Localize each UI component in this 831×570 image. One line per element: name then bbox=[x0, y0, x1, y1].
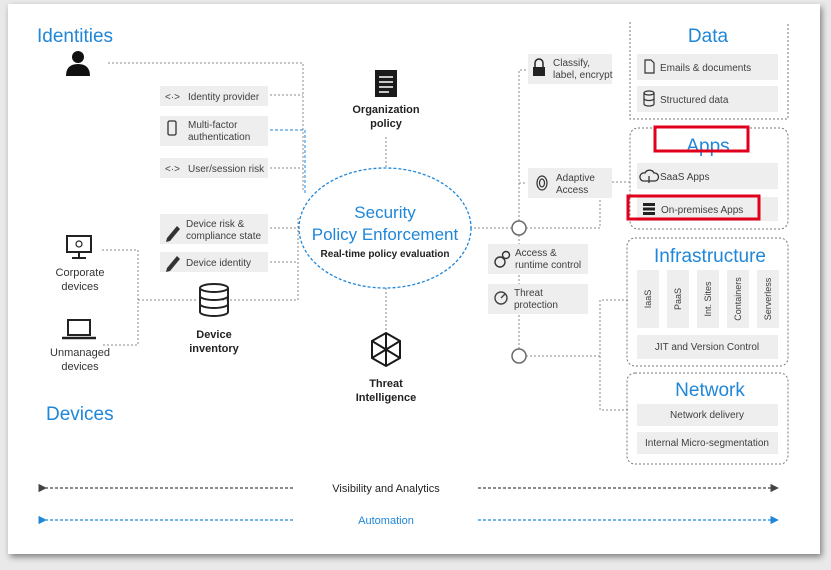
infrastructure-title: Infrastructure bbox=[654, 246, 766, 267]
infra-column-4 bbox=[757, 270, 779, 328]
device-inventory-label-2: inventory bbox=[189, 343, 239, 355]
identity-provider-icon: <·> bbox=[165, 92, 180, 103]
threat-protection-label-2: protection bbox=[514, 300, 558, 311]
mfa-box bbox=[160, 116, 268, 146]
on-premises-apps-label: On-premises Apps bbox=[661, 205, 743, 216]
document-policy-icon bbox=[375, 70, 397, 97]
infra-column-label-1: PaaS bbox=[673, 288, 683, 310]
emails-documents-box bbox=[637, 54, 778, 80]
corporate-devices-label-2: devices bbox=[61, 281, 99, 293]
infra-column-label-0: IaaS bbox=[643, 290, 653, 309]
corporate-devices-label-1: Corporate bbox=[56, 267, 105, 279]
adaptive-access-box bbox=[528, 168, 612, 198]
jit-label: JIT and Version Control bbox=[655, 342, 759, 353]
data-title: Data bbox=[688, 26, 729, 47]
gears-icon bbox=[494, 250, 511, 268]
network-container bbox=[626, 372, 789, 465]
threat-intel-label-2: Intelligence bbox=[356, 392, 417, 404]
classify-label-1: Classify, bbox=[553, 58, 590, 69]
structured-data-label: Structured data bbox=[660, 95, 729, 106]
adaptive-access-label-1: Adaptive bbox=[556, 173, 595, 184]
on-premises-highlight bbox=[626, 194, 761, 221]
automation-label: Automation bbox=[358, 515, 414, 527]
infrastructure-columns: IaaS PaaS Int. Sites Containers Serverless bbox=[637, 270, 779, 328]
infra-column-1 bbox=[667, 270, 689, 328]
lock-icon bbox=[533, 58, 545, 76]
org-policy-label-1: Organization bbox=[352, 104, 420, 116]
monitor-icon bbox=[66, 235, 92, 259]
micro-segmentation-box bbox=[637, 432, 778, 454]
apps-container bbox=[629, 127, 789, 230]
emails-documents-label: Emails & documents bbox=[660, 63, 751, 74]
user-session-risk-icon: <·> bbox=[165, 164, 180, 175]
device-risk-label-2: compliance state bbox=[186, 231, 261, 242]
mfa-label-2: authentication bbox=[188, 132, 250, 143]
gauge-icon bbox=[494, 291, 508, 305]
apps-title: Apps bbox=[686, 136, 729, 157]
access-runtime-label-2: runtime control bbox=[515, 260, 581, 271]
threat-protection-label-1: Threat bbox=[514, 288, 543, 299]
infra-column-label-2: Int. Sites bbox=[703, 281, 713, 317]
infra-column-3 bbox=[727, 270, 749, 328]
identities-title: Identities bbox=[37, 26, 113, 47]
user-session-risk-box bbox=[160, 158, 268, 178]
infra-column-2 bbox=[697, 270, 719, 328]
infrastructure-container bbox=[626, 237, 789, 367]
laptop-icon bbox=[62, 319, 96, 340]
unmanaged-devices-label-1: Unmanaged bbox=[50, 347, 110, 359]
junction-circle-lower bbox=[511, 348, 527, 364]
structured-database-icon bbox=[643, 90, 655, 107]
device-risk-label-1: Device risk & bbox=[186, 219, 245, 230]
person-icon bbox=[66, 51, 90, 76]
identity-provider-label: Identity provider bbox=[188, 92, 260, 103]
network-delivery-label: Network delivery bbox=[670, 410, 744, 421]
cloud-upload-icon bbox=[639, 169, 660, 183]
user-session-risk-label: User/session risk bbox=[188, 164, 265, 175]
jit-box bbox=[637, 335, 778, 359]
phone-icon bbox=[167, 120, 177, 136]
junction-circle-upper bbox=[511, 220, 527, 236]
device-risk-pen-icon bbox=[166, 226, 180, 242]
policy-enforcement-ellipse bbox=[298, 167, 472, 289]
policy-enforcement-title-1: Security bbox=[354, 203, 416, 222]
access-runtime-label-1: Access & bbox=[515, 248, 557, 259]
identity-provider-box bbox=[160, 86, 268, 106]
database-icon bbox=[199, 283, 229, 317]
devices-title: Devices bbox=[46, 404, 114, 425]
device-identity-label: Device identity bbox=[186, 258, 251, 269]
apps-title-highlight bbox=[653, 125, 750, 153]
threat-network-icon bbox=[371, 331, 401, 368]
document-icon bbox=[644, 59, 655, 74]
device-inventory-label-1: Device bbox=[196, 329, 231, 341]
threat-protection-box bbox=[488, 284, 588, 314]
infra-column-label-3: Containers bbox=[733, 277, 743, 321]
on-premises-apps-box bbox=[637, 197, 778, 221]
threat-intel-label-1: Threat bbox=[369, 378, 403, 390]
policy-enforcement-subtitle: Real-time policy evaluation bbox=[321, 249, 450, 260]
classify-label-2: label, encrypt bbox=[553, 70, 613, 81]
adaptive-access-label-2: Access bbox=[556, 185, 588, 196]
server-icon bbox=[643, 203, 655, 215]
device-identity-pen-icon bbox=[166, 256, 180, 272]
saas-apps-box bbox=[637, 163, 778, 189]
structured-data-box bbox=[637, 86, 778, 112]
device-identity-box bbox=[160, 252, 268, 272]
infra-column-0 bbox=[637, 270, 659, 328]
micro-segmentation-label: Internal Micro-segmentation bbox=[645, 438, 769, 449]
mfa-connector bbox=[270, 129, 306, 195]
infra-column-label-4: Serverless bbox=[763, 277, 773, 320]
mfa-label-1: Multi-factor bbox=[188, 120, 238, 131]
policy-enforcement-title-2: Policy Enforcement bbox=[312, 225, 459, 244]
visibility-analytics-label: Visibility and Analytics bbox=[332, 483, 440, 495]
unmanaged-devices-label-2: devices bbox=[61, 361, 99, 373]
org-policy-label-2: policy bbox=[370, 118, 403, 130]
saas-apps-label: SaaS Apps bbox=[660, 172, 709, 183]
fingerprint-icon bbox=[536, 175, 548, 191]
data-container bbox=[629, 22, 789, 120]
network-title: Network bbox=[675, 380, 745, 401]
network-delivery-box bbox=[637, 404, 778, 426]
